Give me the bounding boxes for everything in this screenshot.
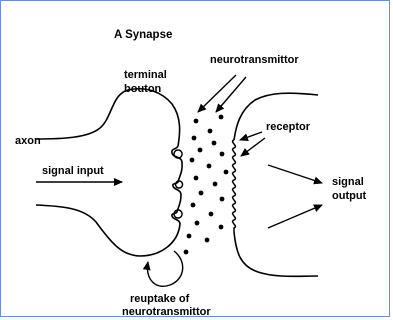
molecule <box>208 129 213 134</box>
postsynaptic-membrane-bottom <box>234 232 318 276</box>
molecule <box>224 170 229 175</box>
signal-input-label: signal input <box>42 165 104 177</box>
neurotransmitter-label: neurotransmittor <box>210 54 299 66</box>
molecule <box>190 158 195 163</box>
molecule <box>220 197 225 202</box>
molecule <box>198 148 203 153</box>
molecule <box>187 234 192 239</box>
presynaptic-membrane-top <box>36 89 180 146</box>
molecule <box>184 250 189 255</box>
molecule <box>220 152 225 157</box>
neurotransmitter-arrow-1 <box>198 75 236 112</box>
molecule <box>219 115 224 120</box>
terminal-label-line2: bouton <box>124 83 162 95</box>
molecule <box>219 225 224 230</box>
reuptake-label-line2: neurotransmittor <box>122 306 211 318</box>
signal-output-label-line1: signal <box>332 176 364 188</box>
molecule <box>207 164 212 169</box>
signal-output-arrow-up <box>268 165 322 183</box>
receptor-arrow-2 <box>241 138 265 156</box>
receptor-arrow-1 <box>240 132 262 140</box>
terminal-label-line1: terminal <box>124 69 167 81</box>
signal-output-arrow-down <box>268 205 322 228</box>
molecule <box>194 119 199 124</box>
molecule <box>199 191 204 196</box>
signal-output-label-line2: output <box>332 190 367 202</box>
postsynaptic-membrane-front <box>233 140 236 232</box>
reuptake-arrow <box>148 251 183 286</box>
presynaptic-membrane-bottom <box>36 205 180 256</box>
molecule <box>194 176 199 181</box>
vesicle-bump-2 <box>176 181 183 188</box>
neurotransmitter-arrow-2 <box>216 77 246 112</box>
neurotransmitter-molecules <box>184 115 229 255</box>
reuptake-label-line1: reuptake of <box>130 293 190 305</box>
receptor-label: receptor <box>266 121 311 133</box>
molecule <box>205 238 210 243</box>
axon-label: axon <box>15 135 41 147</box>
molecule <box>212 141 217 146</box>
molecule <box>195 221 200 226</box>
molecule <box>213 182 218 187</box>
diagram-title: A Synapse <box>114 29 172 41</box>
molecule <box>191 203 196 208</box>
molecule <box>209 212 214 217</box>
molecule <box>192 136 197 141</box>
